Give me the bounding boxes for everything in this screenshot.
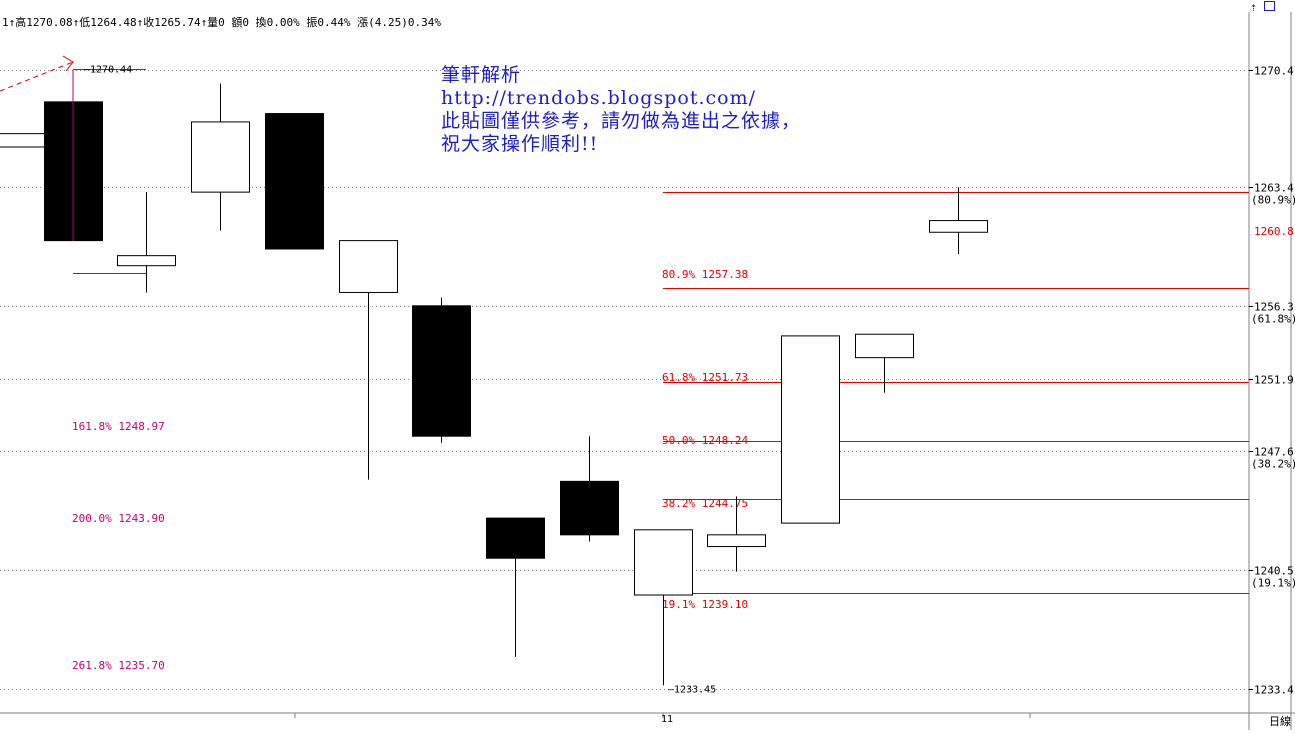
y-tick-label-5: 1240.5 bbox=[1254, 565, 1294, 578]
y-tick-label-6: 1233.4 bbox=[1254, 684, 1294, 697]
fib-label-1: 61.8% 1251.73 bbox=[662, 371, 748, 384]
fib-label-2: 50.0% 1248.24 bbox=[662, 434, 748, 447]
low-marker-label: —1233.45 bbox=[668, 685, 716, 696]
current-price-label: 1260.8 bbox=[1254, 225, 1294, 238]
y-tick-label-4: 1247.6 bbox=[1254, 446, 1294, 459]
candle-body-8 bbox=[560, 480, 619, 536]
y-tick-pct-2: (61.8%) bbox=[1251, 313, 1295, 326]
fib-label-3: 38.2% 1244.75 bbox=[662, 497, 748, 510]
y-tick-label-1: 1263.4 bbox=[1254, 182, 1294, 195]
y-tick-label-2: 1256.3 bbox=[1254, 301, 1294, 314]
candle-body-2 bbox=[117, 255, 176, 267]
candle-body-5 bbox=[339, 240, 398, 293]
trend-arrow-head bbox=[62, 55, 74, 72]
quote-info-bar: 1↑高1270.08↑低1264.48↑收1265.74↑量0 額0 換0.00… bbox=[2, 16, 441, 29]
watermark-line-wish: 祝大家操作順利!! bbox=[441, 133, 599, 155]
fib-ext-label-0: 161.8% 1248.97 bbox=[72, 420, 165, 433]
fib-ext-label-2: 261.8% 1235.70 bbox=[72, 659, 165, 672]
restore-icon[interactable] bbox=[1264, 1, 1275, 11]
high-marker-label: —1270.44 bbox=[84, 65, 132, 76]
y-tick-pct-5: (19.1%) bbox=[1251, 577, 1295, 590]
candle-body-9 bbox=[634, 529, 693, 596]
fib-ext-label-1: 200.0% 1243.90 bbox=[72, 512, 165, 525]
fib-label-4: 19.1% 1239.10 bbox=[662, 598, 748, 611]
watermark-line-url[interactable]: http://trendobs.blogspot.com/ bbox=[441, 87, 756, 109]
y-tick-pct-1: (80.9%) bbox=[1251, 194, 1295, 207]
candle-body-11 bbox=[781, 335, 840, 524]
candle-body-3 bbox=[191, 121, 250, 193]
candle-body-10 bbox=[707, 534, 766, 548]
period-selector[interactable]: 日線 bbox=[1269, 716, 1291, 728]
y-tick-label-3: 1251.9 bbox=[1254, 374, 1294, 387]
candle-body-7 bbox=[486, 517, 545, 559]
candle-body-4 bbox=[265, 113, 324, 250]
watermark-line-disclaimer: 此貼圖僅供參考，請勿做為進出之依據， bbox=[441, 110, 802, 132]
candle-body-0 bbox=[0, 133, 45, 148]
watermark: 筆軒解析 http://trendobs.blogspot.com/ 此貼圖僅供… bbox=[441, 64, 801, 156]
up-arrow-icon[interactable]: ⇡ bbox=[1250, 0, 1258, 14]
trend-arrow-line bbox=[0, 61, 74, 92]
x-axis-label: 11 bbox=[661, 714, 674, 725]
y-tick-label-0: 1270.4 bbox=[1254, 65, 1294, 78]
candle-body-13 bbox=[929, 220, 988, 233]
candle-body-12 bbox=[855, 333, 914, 359]
watermark-line-title: 筆軒解析 bbox=[441, 64, 522, 86]
candle-body-6 bbox=[412, 305, 471, 437]
fib-label-0: 80.9% 1257.38 bbox=[662, 268, 748, 281]
y-tick-pct-4: (38.2%) bbox=[1251, 458, 1295, 471]
